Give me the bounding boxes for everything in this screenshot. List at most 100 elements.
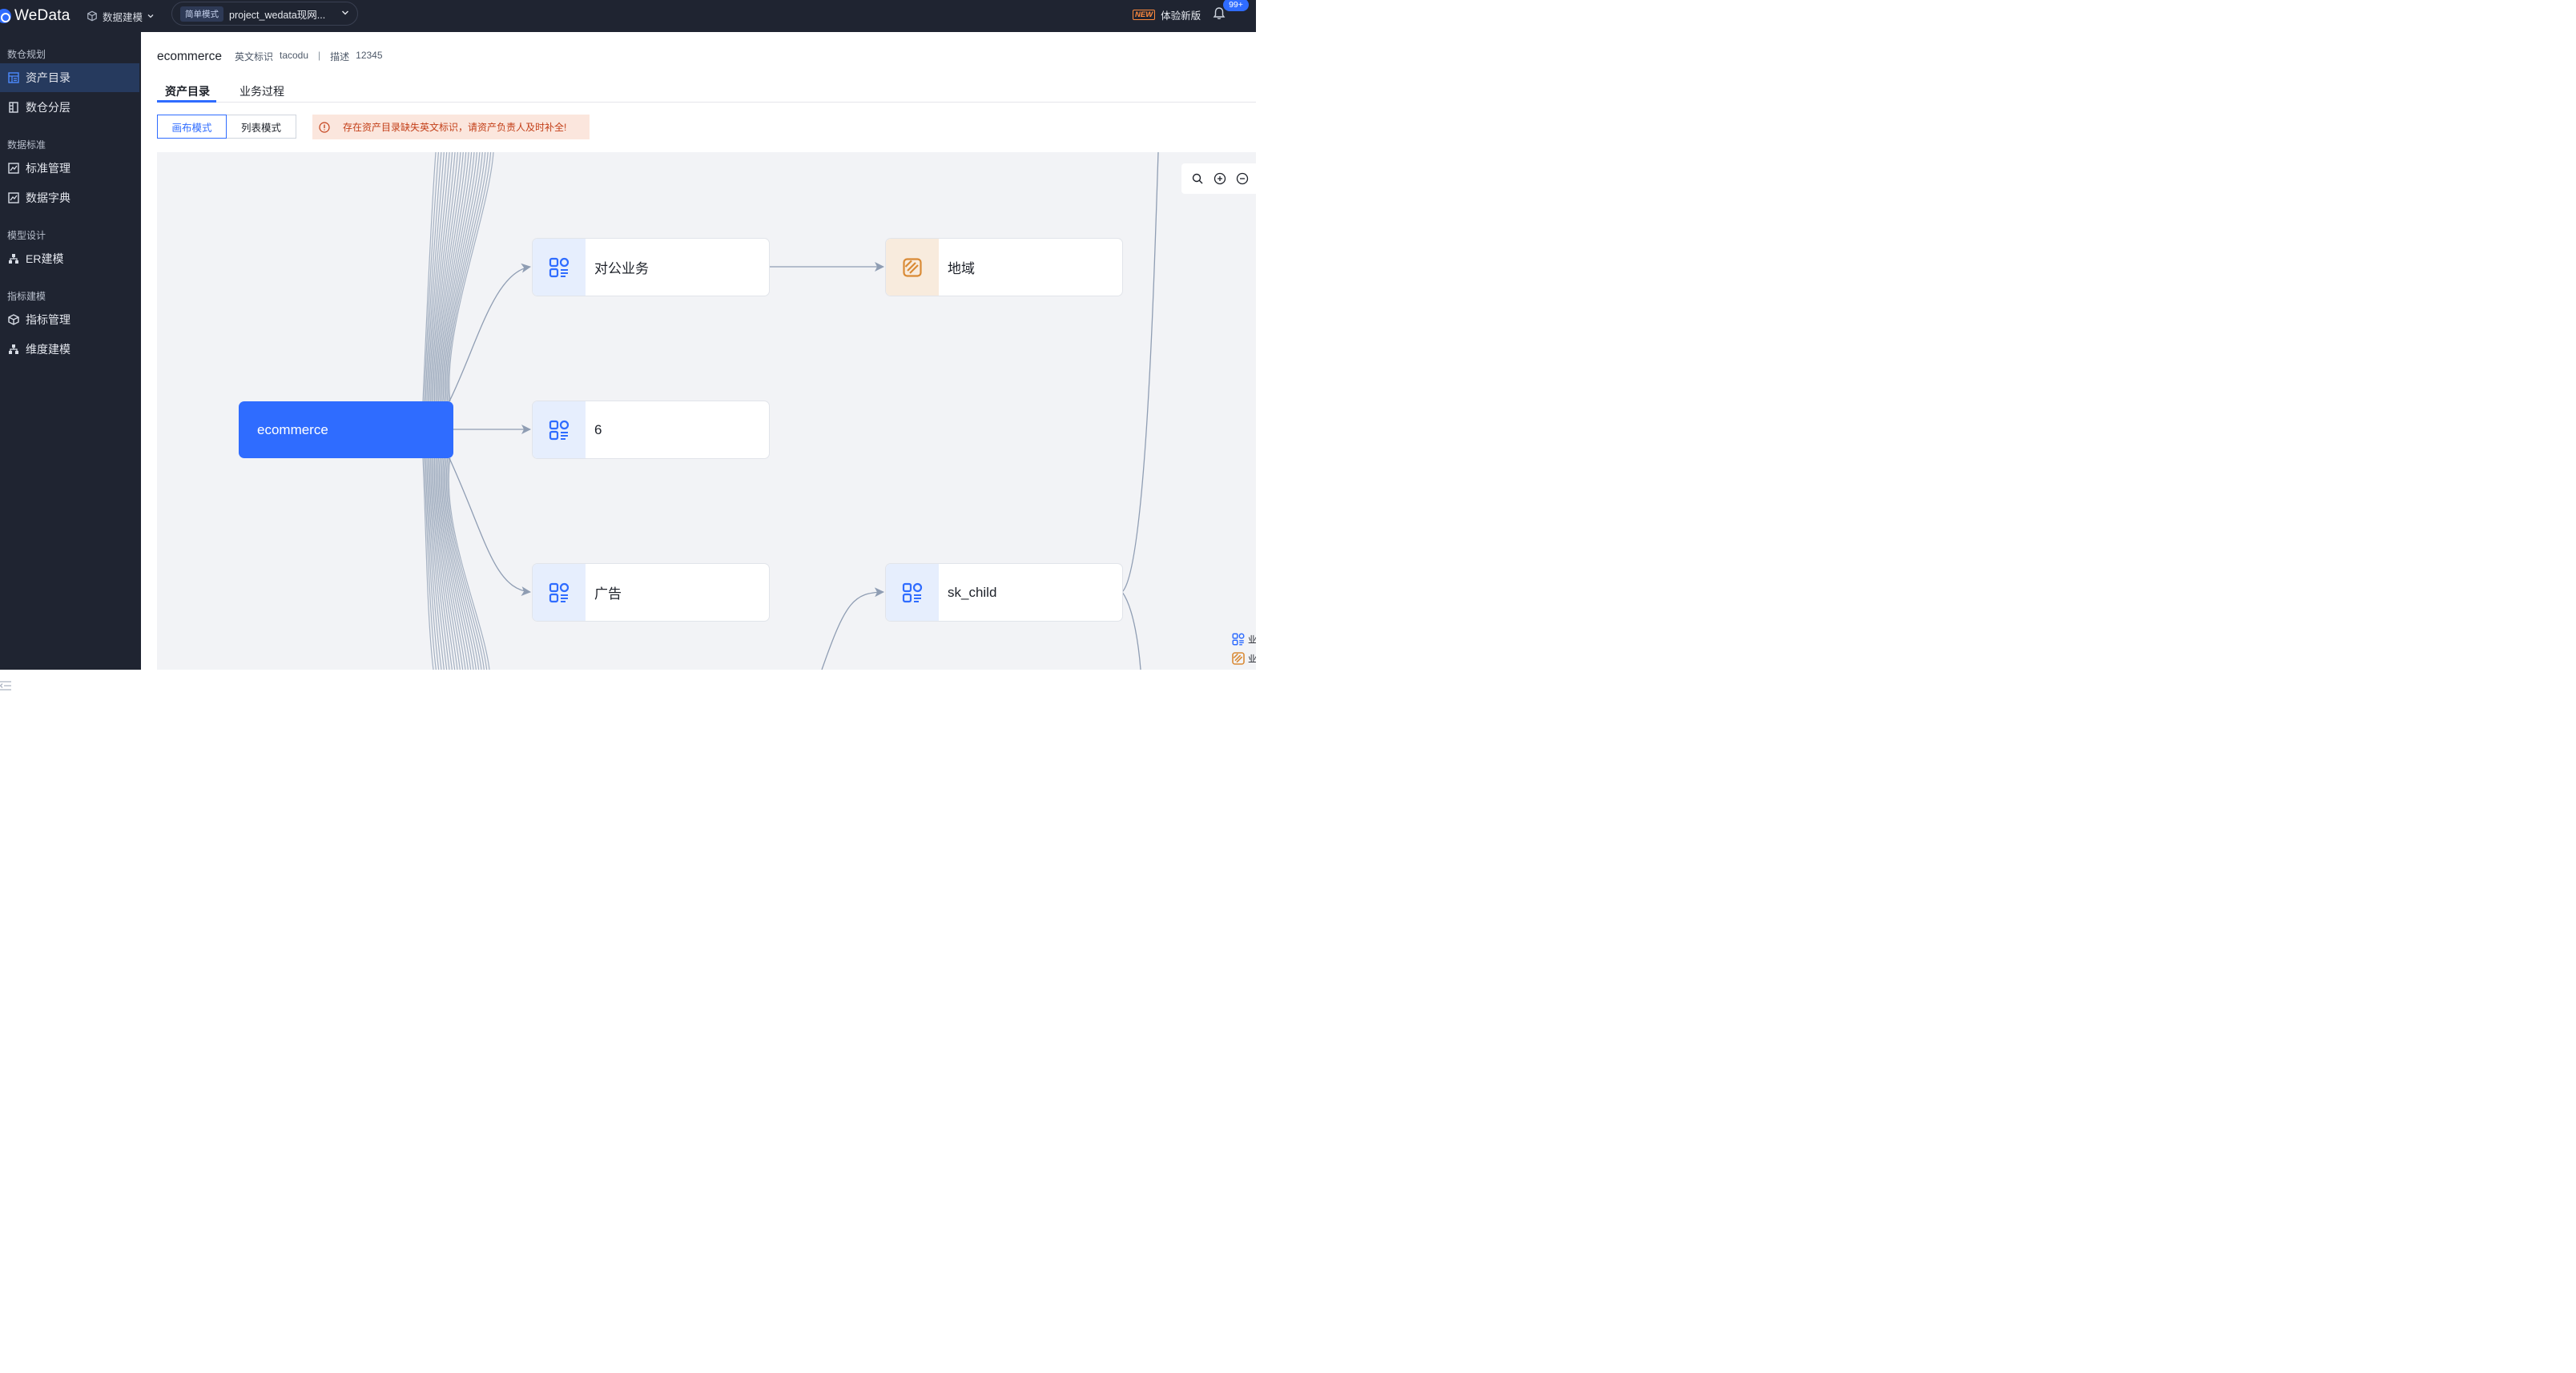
chevron-down-icon	[147, 14, 154, 18]
tree-icon	[9, 344, 18, 354]
sidebar-item-label: 数仓分层	[26, 101, 70, 114]
collapse-sidebar-icon[interactable]	[0, 681, 11, 691]
edge-root-to-node	[449, 263, 531, 402]
bundle-edge	[440, 457, 472, 670]
catalog-node[interactable]: 对公业务	[532, 238, 770, 296]
active-tab-indicator	[157, 100, 216, 103]
sidebar: 数仓规划 资产目录 数仓分层 数据标准 标准管理 数据字典 模型设计 ER建模 …	[0, 32, 141, 691]
bundle-edge	[447, 457, 488, 670]
bundle-edge	[425, 152, 442, 402]
en-id-label: 英文标识	[234, 51, 273, 62]
search-icon[interactable]	[1191, 172, 1204, 185]
project-selector[interactable]: 简单模式 project_wedata现网...	[171, 2, 358, 26]
sidebar-item-dictionary[interactable]: 数据字典	[0, 183, 139, 212]
sidebar-item-er-modeling[interactable]: ER建模	[0, 244, 139, 273]
module-label: 数据建模	[103, 11, 143, 23]
bundle-edge	[433, 152, 459, 402]
catalog-node[interactable]: 广告	[532, 563, 770, 622]
bundle-edge	[436, 457, 464, 670]
desc-value: 12345	[356, 50, 383, 61]
bundle-edge	[442, 152, 481, 402]
chevron-down-icon	[342, 10, 348, 15]
bundle-edge	[433, 457, 456, 670]
bundle-edge	[425, 457, 440, 670]
asset-catalog-icon	[8, 72, 19, 83]
sidebar-item-standards[interactable]: 标准管理	[0, 154, 139, 183]
view-mode-toggle: 画布模式 列表模式	[157, 115, 296, 139]
warning-banner: 存在资产目录缺失英文标识，请资产负责人及时补全!	[312, 115, 590, 139]
legend-label: 业	[1248, 635, 1256, 645]
business-catalog-icon	[533, 564, 586, 621]
sidebar-item-layering[interactable]: 数仓分层	[0, 93, 139, 122]
bundle-edge	[447, 152, 492, 402]
bundle-edge	[444, 152, 483, 402]
zoom-in-icon[interactable]	[1214, 172, 1226, 185]
catalog-node[interactable]: 6	[532, 401, 770, 459]
subject-domain-icon	[886, 239, 939, 296]
mode-tag: 简单模式	[180, 6, 223, 22]
edge-node-outgoing	[1121, 591, 1141, 670]
zoom-out-icon[interactable]	[1236, 172, 1249, 185]
bundle-edge	[430, 152, 453, 402]
sidebar-item-label: ER建模	[26, 252, 64, 265]
bell-icon[interactable]	[1212, 6, 1226, 21]
sidebar-item-metrics[interactable]: 指标管理	[0, 305, 139, 334]
node-label: 地域	[948, 261, 975, 276]
catalog-node[interactable]: sk_child	[885, 563, 1123, 622]
bundle-edge	[445, 457, 482, 670]
meta-separator: |	[318, 50, 321, 61]
bundle-edge	[435, 152, 464, 402]
sidebar-item-dimension-modeling[interactable]: 维度建模	[0, 335, 139, 364]
warning-icon	[319, 121, 330, 133]
legend-item: 业	[1232, 650, 1256, 666]
app-logo[interactable]: WeData	[0, 5, 70, 27]
catalog-node[interactable]: 地域	[885, 238, 1123, 296]
tree-icon	[9, 254, 18, 264]
bundle-edge	[445, 457, 485, 670]
bundle-edge	[431, 457, 453, 670]
tab-business-process[interactable]: 业务过程	[239, 85, 284, 98]
new-version-label: 体验新版	[1161, 10, 1201, 22]
node-label: 6	[594, 421, 602, 437]
root-node[interactable]: ecommerce	[239, 401, 453, 458]
bundle-edge	[449, 152, 494, 402]
bundle-edge	[430, 457, 450, 670]
canvas-mode-button[interactable]: 画布模式	[157, 115, 227, 139]
sidebar-item-asset-catalog[interactable]: 资产目录	[0, 63, 139, 92]
catalog-canvas[interactable]: ecommerce 对公业务 6 广告 地域	[157, 152, 1256, 670]
sidebar-item-label: 数据字典	[26, 191, 70, 204]
app-name: WeData	[14, 7, 70, 24]
legend: 业 业	[1232, 631, 1256, 670]
sidebar-item-label: 维度建模	[26, 343, 70, 356]
en-id-value: tacodu	[279, 50, 309, 61]
bundle-edge	[433, 152, 461, 402]
catalog-header: ecommerce 英文标识 tacodu | 描述 12345	[157, 50, 383, 64]
edge-node-to-node	[821, 587, 884, 670]
module-selector[interactable]: 数据建模	[87, 6, 154, 26]
bundle-edge	[437, 152, 469, 402]
business-catalog-icon	[1232, 633, 1245, 646]
edge-root-to-node	[449, 457, 531, 597]
bundle-edge	[436, 152, 467, 402]
tab-bar: 资产目录 业务过程	[157, 80, 1256, 103]
edges-layer	[422, 152, 1159, 670]
cube-icon	[87, 10, 97, 22]
business-catalog-icon	[533, 239, 586, 296]
bundle-edge	[440, 152, 475, 402]
sidebar-item-label: 指标管理	[26, 313, 70, 326]
try-new-version[interactable]: NEW 体验新版	[1133, 7, 1201, 22]
page-title: ecommerce	[157, 50, 222, 63]
list-mode-button[interactable]: 列表模式	[227, 115, 296, 139]
edge-node-outgoing	[1121, 152, 1159, 593]
warning-text: 存在资产目录缺失英文标识，请资产负责人及时补全!	[343, 122, 567, 133]
catalog-meta: 英文标识 tacodu | 描述 12345	[235, 50, 383, 63]
main-content: ecommerce 英文标识 tacodu | 描述 12345 资产目录 业务…	[141, 32, 1256, 670]
sidebar-group-title: 指标建模	[7, 291, 46, 302]
bundle-edge	[441, 152, 478, 402]
tab-asset-catalog[interactable]: 资产目录	[165, 85, 210, 98]
bundle-edge	[427, 152, 448, 402]
notification-count-badge: 99+	[1223, 0, 1249, 11]
sidebar-group-title: 数仓规划	[7, 49, 46, 60]
node-label: sk_child	[948, 584, 997, 600]
business-catalog-icon	[533, 401, 586, 458]
